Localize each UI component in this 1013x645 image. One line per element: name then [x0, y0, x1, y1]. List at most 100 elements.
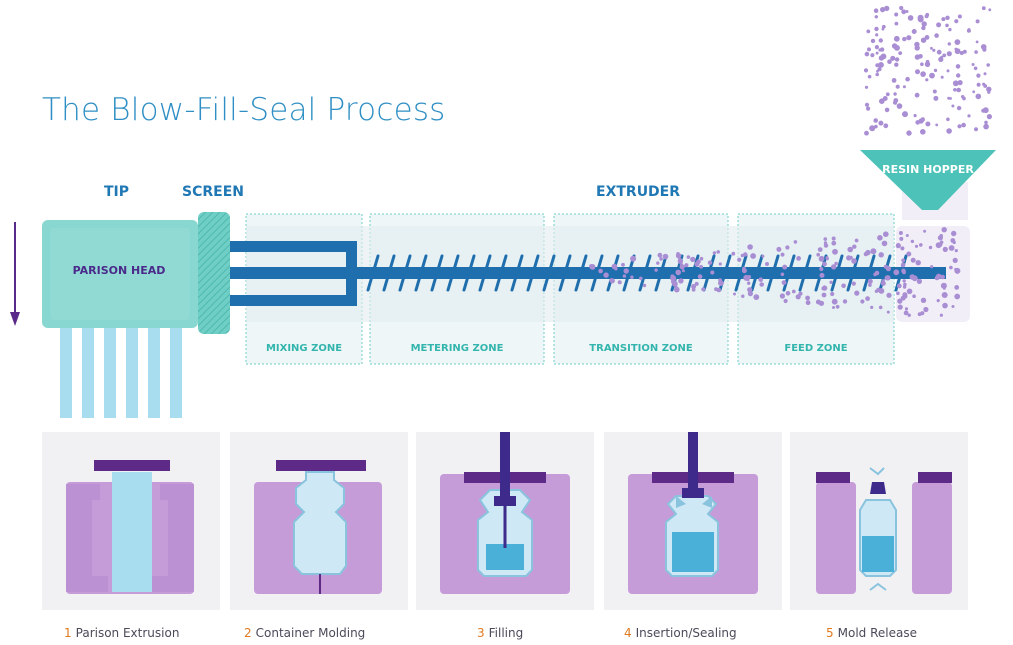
resin-particle — [896, 291, 900, 296]
resin-particle — [880, 280, 886, 286]
resin-pellet — [934, 33, 939, 38]
resin-particle — [951, 305, 955, 308]
resin-particle — [780, 272, 785, 277]
resin-particle — [785, 291, 791, 296]
resin-pellet — [930, 46, 933, 50]
step-1-label: Parison Extrusion — [75, 626, 180, 640]
resin-particle — [805, 295, 810, 301]
resin-particle — [832, 248, 838, 255]
resin-particle — [623, 268, 629, 274]
resin-particle — [831, 264, 837, 270]
resin-particle — [694, 281, 699, 286]
resin-pellet — [983, 123, 989, 130]
resin-particle — [678, 278, 684, 284]
resin-pellet — [986, 86, 992, 93]
step-2-panel — [230, 432, 408, 610]
step-3-label: Filling — [488, 626, 524, 640]
resin-particle — [598, 268, 603, 274]
resin-pellet — [873, 8, 879, 13]
screw-flight — [526, 254, 540, 292]
screw-flight — [766, 254, 780, 292]
resin-particle — [819, 301, 823, 306]
resin-pellet — [866, 29, 871, 34]
resin-particle — [941, 227, 947, 233]
step-2-number: 2 — [244, 626, 252, 640]
resin-pellet — [932, 48, 936, 52]
resin-pellet — [980, 44, 987, 50]
resin-particle — [701, 287, 706, 292]
resin-pellet — [893, 92, 897, 96]
resin-particle — [852, 244, 857, 249]
resin-pellet — [906, 130, 912, 136]
resin-particle — [677, 258, 684, 264]
screw-flight — [702, 254, 716, 292]
resin-pellet — [954, 19, 959, 24]
resin-pellet — [986, 63, 990, 67]
resin-pellet — [947, 42, 951, 46]
resin-particle — [896, 283, 902, 289]
step-1-panel — [42, 432, 220, 610]
page-title: The Blow-Fill-Seal Process — [42, 92, 446, 128]
resin-pellet — [875, 33, 879, 37]
resin-particle — [920, 297, 927, 303]
resin-particle — [821, 285, 828, 291]
resin-pellet — [982, 107, 989, 114]
resin-particle — [831, 236, 836, 241]
resin-pellet — [924, 35, 930, 40]
resin-particle — [851, 281, 856, 286]
resin-pellet — [870, 38, 876, 44]
resin-pellet — [920, 37, 927, 43]
resin-particle — [906, 251, 912, 257]
resin-pellet — [984, 120, 988, 125]
resin-pellet — [975, 19, 980, 24]
screw-flight — [734, 254, 748, 292]
resin-pellet — [982, 82, 986, 86]
resin-particle — [912, 294, 916, 299]
resin-pellet — [929, 72, 935, 79]
resin-pellet — [914, 54, 921, 60]
screen — [198, 212, 230, 334]
resin-pellet — [905, 10, 909, 13]
screw-flight — [382, 254, 396, 292]
resin-pellet — [913, 114, 917, 118]
resin-particle — [860, 299, 865, 304]
resin-particle — [952, 257, 958, 263]
resin-pellet — [975, 93, 982, 100]
resin-particle — [870, 248, 877, 255]
resin-pellet — [867, 74, 872, 79]
resin-pellet — [907, 15, 914, 21]
resin-pellet — [866, 106, 871, 111]
resin-pellet — [902, 36, 907, 42]
resin-particle — [939, 313, 944, 317]
resin-pellet — [894, 21, 899, 26]
resin-particle — [847, 246, 853, 253]
resin-pellet — [881, 24, 886, 29]
resin-pellet — [987, 90, 991, 94]
resin-pellet — [925, 78, 929, 82]
resin-particle — [821, 292, 827, 298]
resin-pellet — [874, 26, 879, 32]
resin-pellet — [955, 64, 961, 69]
screw-flight — [574, 254, 588, 292]
resin-particle — [831, 298, 838, 305]
resin-pellet — [898, 51, 903, 55]
resin-particle — [816, 252, 820, 257]
resin-hopper-label: RESIN HOPPER — [882, 163, 974, 176]
resin-particle — [876, 287, 881, 293]
resin-particle — [659, 257, 663, 261]
resin-pellet — [921, 25, 926, 31]
resin-pellet — [896, 103, 903, 109]
resin-particle — [718, 262, 722, 266]
resin-particle — [796, 256, 801, 261]
resin-pellet — [975, 40, 979, 44]
resin-particle — [886, 310, 890, 314]
screw-flight — [430, 254, 444, 292]
resin-particle — [696, 259, 701, 265]
resin-particle — [699, 256, 704, 261]
resin-pellet — [956, 87, 961, 93]
resin-pellet — [875, 51, 879, 55]
resin-particle — [870, 305, 874, 309]
resin-particle — [948, 245, 955, 251]
